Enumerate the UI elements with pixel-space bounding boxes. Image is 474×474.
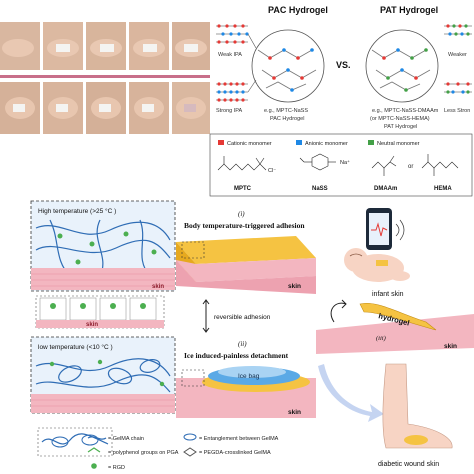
strip-skin-label: skin bbox=[444, 343, 457, 350]
reversible-arrow-icon bbox=[202, 299, 210, 333]
step-ii-label: (ii) bbox=[238, 340, 247, 348]
curved-arrow-icon bbox=[318, 364, 384, 422]
step-iii-label: (iii) bbox=[376, 335, 386, 342]
weaker-label: Weaker bbox=[448, 52, 467, 58]
adhered-skin-label: skin bbox=[288, 283, 301, 290]
rgd-dots-high bbox=[57, 231, 157, 265]
zoom-subpanel-low bbox=[37, 427, 113, 457]
diabetic-foot-illustration bbox=[382, 363, 453, 449]
entanglement-legend-icon bbox=[183, 433, 197, 441]
pat-example-line3: PAT Hydrogel bbox=[384, 124, 417, 130]
diabetic-skin-label: diabetic wound skin bbox=[378, 461, 439, 468]
pac-example-line2: PAC Hydrogel bbox=[270, 116, 304, 122]
pac-example-line1: e.g., MPTC-NaSS bbox=[264, 108, 308, 114]
hand-photo-row-bottom bbox=[0, 82, 210, 134]
gelma-chain-legend-icon bbox=[87, 436, 107, 440]
pac-network-circle bbox=[251, 29, 325, 103]
reversible-adhesion-label: reversible adhesion bbox=[214, 314, 271, 321]
legend-neutral: Neutral monomer bbox=[377, 141, 420, 147]
zoom-subpanel-high bbox=[35, 295, 165, 329]
smartphone-icon bbox=[366, 208, 392, 250]
neutral-swatch bbox=[368, 140, 374, 145]
cationic-swatch bbox=[218, 140, 224, 145]
legend-polyphenol: = polyphenol groups on PGA bbox=[108, 450, 179, 456]
zoom-skin-label: skin bbox=[86, 322, 99, 328]
legend-gelma: = GelMA chain bbox=[108, 436, 144, 442]
step-i-title: Body temperature-triggered adhesion bbox=[184, 221, 305, 230]
legend-rgd: = RGD bbox=[108, 465, 125, 471]
detach-skin-label: skin bbox=[288, 409, 301, 416]
infant-skin-label: infant skin bbox=[372, 291, 404, 298]
hema-structure bbox=[421, 154, 459, 176]
pac-title: PAC Hydrogel bbox=[268, 5, 328, 15]
nass-structure bbox=[299, 153, 336, 171]
pat-title: PAT Hydrogel bbox=[380, 5, 438, 15]
strong-ipa-illustration bbox=[216, 82, 248, 102]
infant-illustration bbox=[344, 248, 410, 282]
bottom-legend: = GelMA chain = Entanglement between Gel… bbox=[86, 432, 336, 474]
mptc-chloride: Cl⁻ bbox=[268, 168, 276, 174]
dmaam-structure bbox=[371, 155, 397, 176]
high-temp-label: High temperature (>25 °C ) bbox=[38, 207, 116, 215]
less-strong-label: Less Stron bbox=[444, 108, 470, 114]
ice-bag-label: Ice bag bbox=[238, 373, 260, 380]
rgd-dots-low bbox=[49, 359, 165, 387]
nass-label: NaSS bbox=[312, 186, 328, 192]
high-temp-panel: High temperature (>25 °C ) skin bbox=[30, 200, 176, 330]
strong-ipa-label: Strong IPA bbox=[216, 108, 243, 114]
nass-sodium: Na⁺ bbox=[340, 159, 350, 166]
application-illustrations: infant skin hydrogel (iii) skin diabetic… bbox=[316, 204, 474, 474]
rgd-legend-icon bbox=[91, 463, 97, 469]
vs-label: VS. bbox=[336, 60, 351, 70]
legend-anionic: Anionic monomer bbox=[305, 141, 348, 147]
pat-example-line1: e.g., MPTC-NaSS-DMAAm bbox=[372, 108, 439, 114]
step-i-label: (i) bbox=[238, 210, 245, 218]
step-ii-title: Ice induced-painless detachment bbox=[184, 351, 289, 360]
hand-photo-strip bbox=[0, 18, 210, 138]
peel-arrow-icon bbox=[330, 299, 347, 323]
ice-bag-detachment bbox=[176, 366, 316, 418]
adhesion-process: (i) Body temperature-triggered adhesion … bbox=[176, 206, 316, 420]
wireless-signal-icon bbox=[395, 219, 405, 241]
hydrogel-schematic: PAC Hydrogel PAT Hydrogel Weak IPA Stron… bbox=[208, 0, 474, 200]
mptc-label: MPTC bbox=[234, 186, 252, 192]
legend-cationic: Cationic monomer bbox=[227, 141, 272, 147]
pegda-legend-icon bbox=[183, 447, 197, 457]
legend-entangle: = Entanglement between GelMA bbox=[199, 436, 279, 442]
monomer-legend: Cationic monomer Anionic monomer Neutral… bbox=[209, 133, 473, 197]
hand-photo-row-top bbox=[0, 22, 210, 70]
polyphenol-legend-icon bbox=[87, 447, 101, 453]
less-strong-illustration bbox=[444, 82, 472, 94]
legend-pegda: = PEGDA-crosslinked GelMA bbox=[199, 450, 271, 456]
or-label: or bbox=[408, 164, 413, 170]
high-temp-skin-label: skin bbox=[152, 284, 164, 290]
hema-label: HEMA bbox=[434, 186, 452, 192]
weak-ipa-label: Weak IPA bbox=[218, 52, 242, 58]
weak-ipa-illustration bbox=[216, 24, 249, 44]
anionic-swatch bbox=[296, 140, 302, 145]
weaker-illustration bbox=[444, 24, 472, 36]
pat-example-line2: (or MPTC-NaSS-HEMA) bbox=[370, 116, 430, 122]
dmaam-label: DMAAm bbox=[374, 186, 397, 192]
pat-network-circle bbox=[365, 29, 439, 103]
gelma-entangled-network bbox=[35, 358, 171, 393]
low-temp-panel: low temperature (<10 °C ) bbox=[30, 336, 176, 470]
hydrogel-strip-illustration bbox=[316, 302, 474, 354]
low-temp-label: low temperature (<10 °C ) bbox=[38, 343, 113, 351]
mptc-structure bbox=[217, 156, 267, 171]
adhered-hydrogel-on-skin bbox=[176, 236, 316, 294]
